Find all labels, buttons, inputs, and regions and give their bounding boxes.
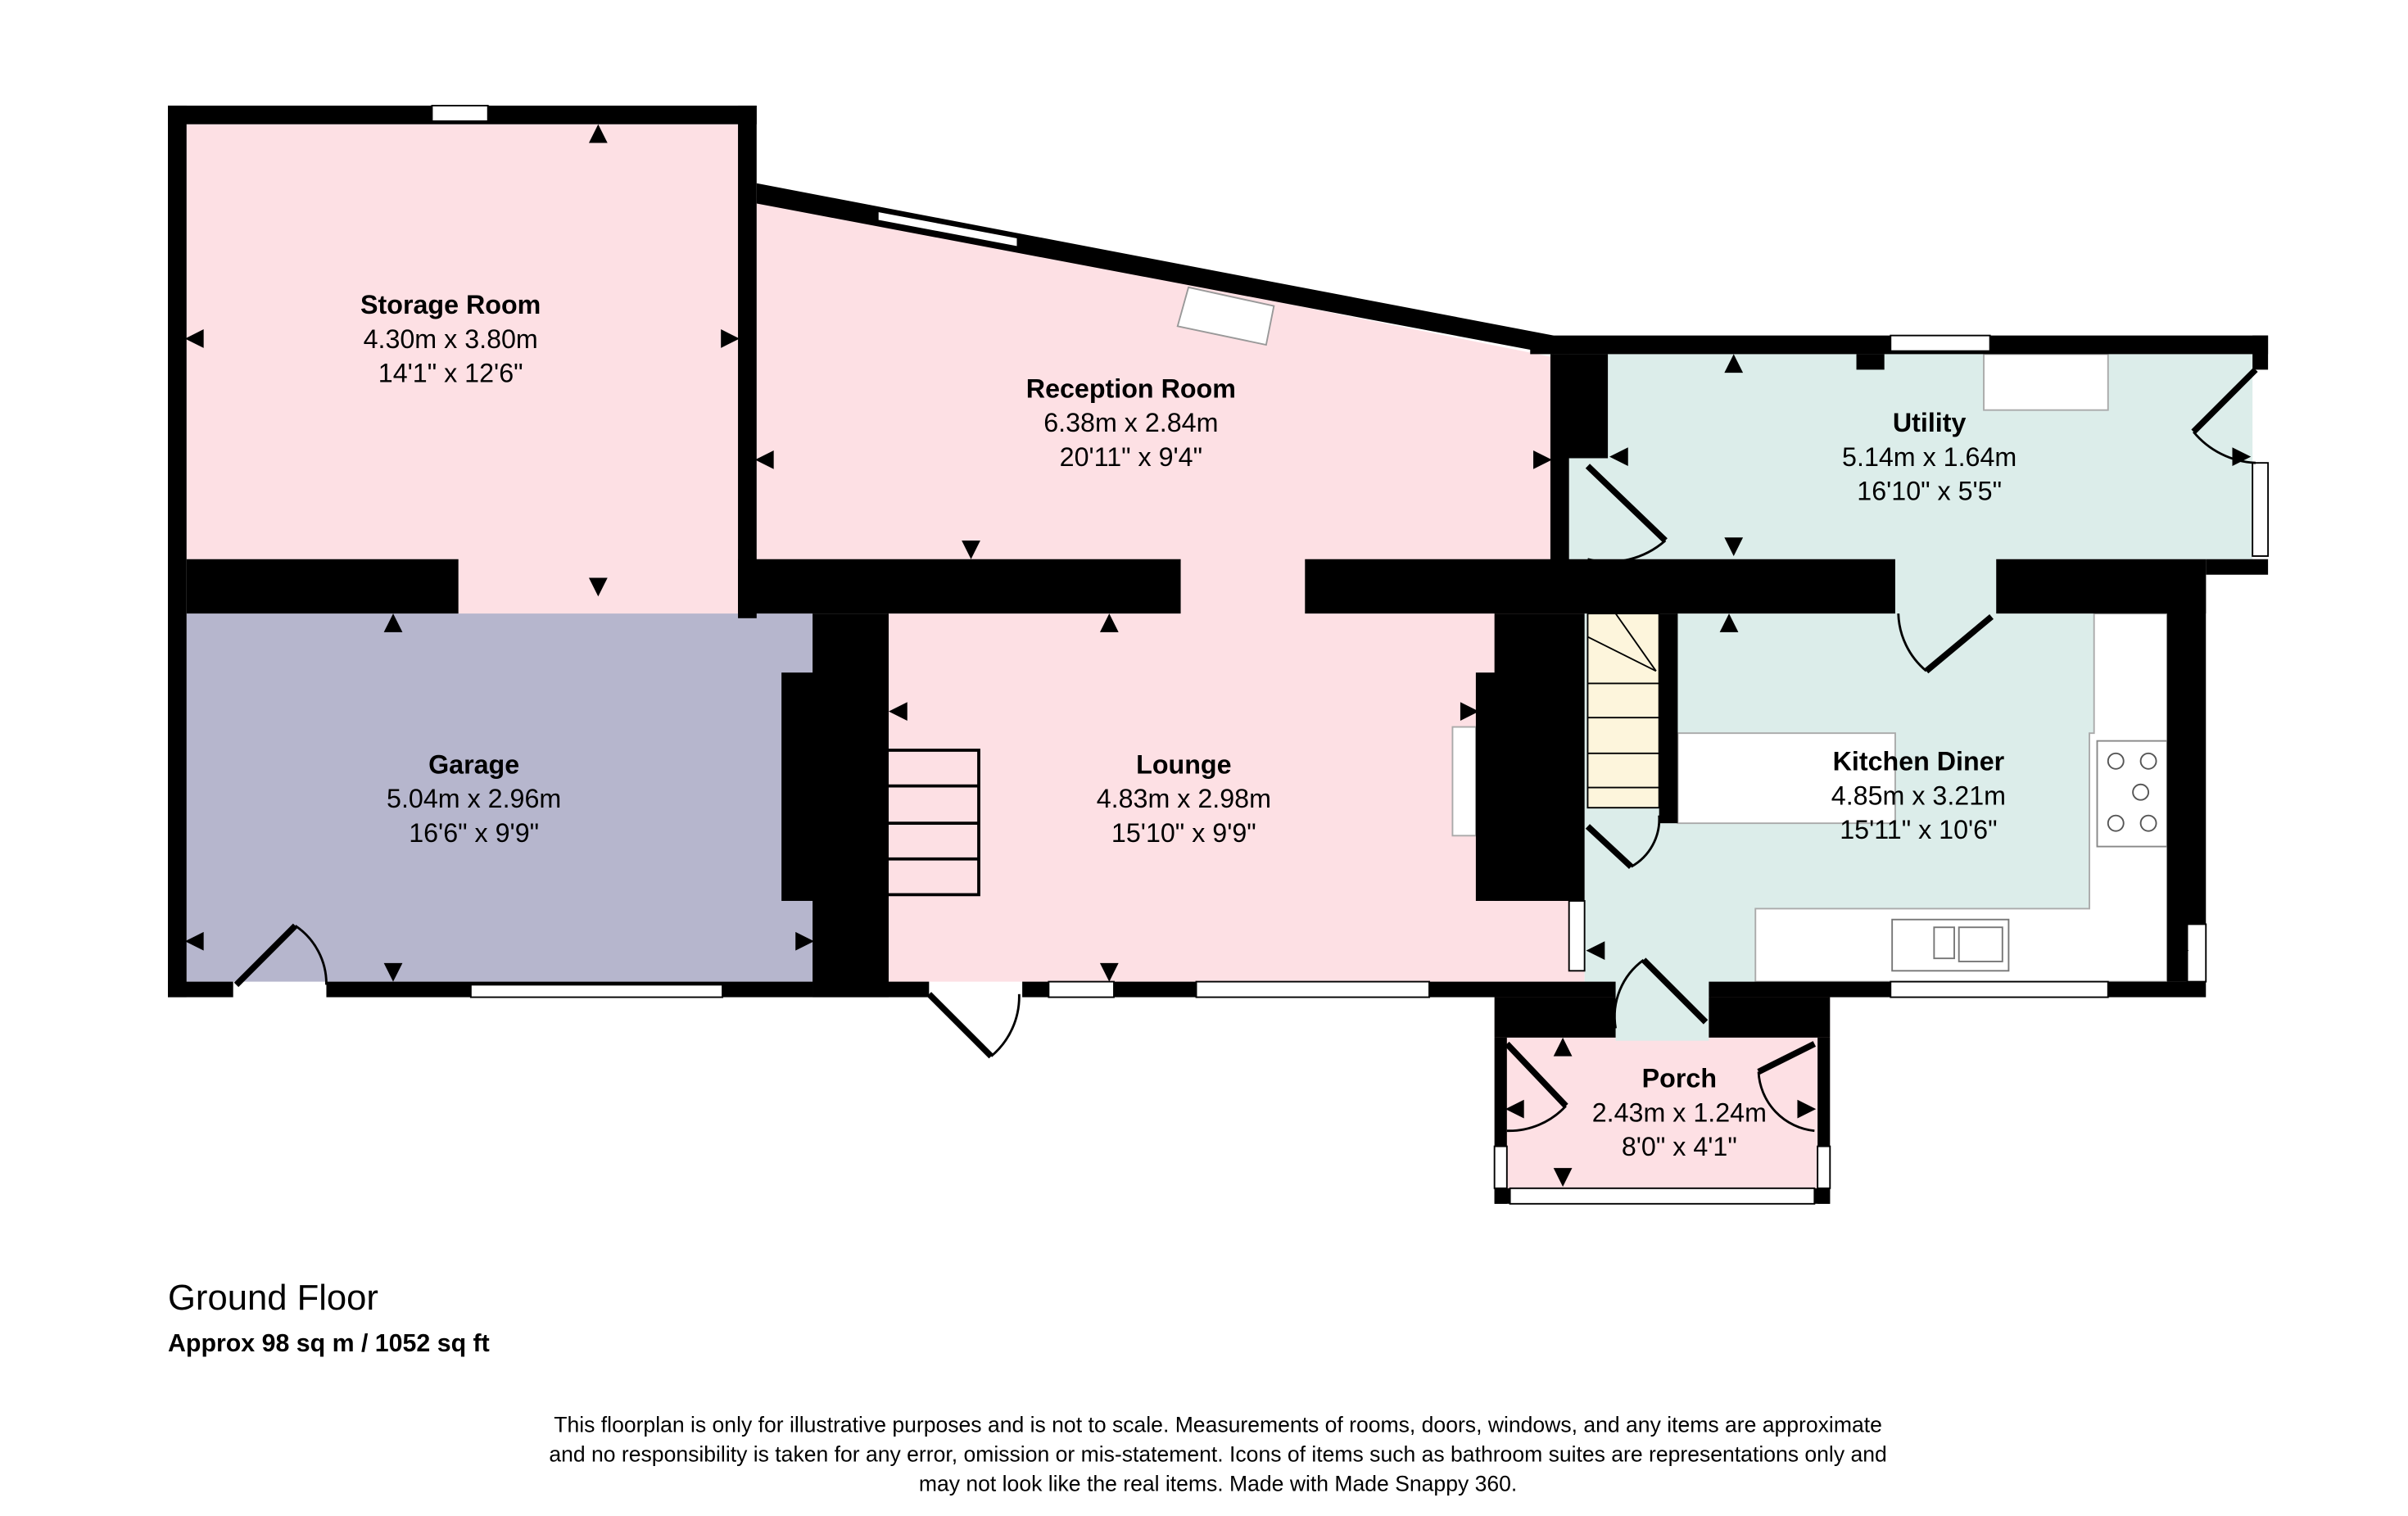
dimension-arrow-icon <box>383 613 403 632</box>
dimension-arrow-icon <box>1797 1099 1817 1119</box>
dimension-arrow-icon <box>1724 537 1744 556</box>
floor-title: Ground Floor <box>168 1278 378 1318</box>
dimension-arrow-icon <box>1553 1037 1573 1057</box>
room-metric-kitchen: 4.85m x 3.21m <box>1831 781 2006 810</box>
room-name-reception: Reception Room <box>1026 374 1236 404</box>
room-metric-utility: 5.14m x 1.64m <box>1842 442 2016 472</box>
window <box>1817 1145 1831 1189</box>
dimension-arrow-icon <box>721 329 740 348</box>
room-labels: Storage Room 4.30m x 3.80m 14'1" x 12'6"… <box>360 290 2016 1161</box>
door-lounge-front <box>926 992 994 1059</box>
dimension-arrow-icon <box>1719 613 1739 632</box>
room-imperial-garage: 16'6" x 9'9" <box>409 818 539 848</box>
room-name-kitchen: Kitchen Diner <box>1833 747 2005 776</box>
dimension-arrow-icon <box>962 540 980 559</box>
dimension-arrow-icon <box>1460 702 1479 721</box>
room-metric-reception: 6.38m x 2.84m <box>1043 408 1218 437</box>
door-porch-left <box>1505 1041 1568 1108</box>
door-porch-right <box>1757 1041 1817 1075</box>
dimension-arrow-icon <box>184 329 204 348</box>
room-imperial-porch: 8'0" x 4'1" <box>1622 1132 1737 1161</box>
door-porch-inner <box>1641 957 1709 1025</box>
fireplace-reception <box>1176 286 1275 346</box>
window <box>1568 900 1586 972</box>
hob <box>2096 740 2168 848</box>
fittings <box>889 286 2168 983</box>
door-utility-right <box>2191 367 2258 434</box>
room-imperial-lounge: 15'10" x 9'9" <box>1111 818 1256 848</box>
disclaimer-line-3: may not look like the real items. Made w… <box>919 1472 1517 1496</box>
window <box>1048 980 1115 998</box>
kitchen-island <box>1677 732 1896 825</box>
garage-floor <box>186 613 813 982</box>
storage-room-floor <box>186 124 739 559</box>
window <box>1195 980 1430 998</box>
dimension-arrow-icon <box>1099 613 1119 632</box>
dimension-arrow-icon <box>1586 941 1605 961</box>
window <box>1493 1145 1508 1189</box>
dimension-arrow-icon <box>383 962 403 982</box>
disclaimer: This floorplan is only for illustrative … <box>549 1413 1886 1496</box>
dimension-arrow-icon <box>2232 447 2252 466</box>
window <box>1890 980 2109 998</box>
room-metric-lounge: 4.83m x 2.98m <box>1097 784 1271 813</box>
dimension-arrow-icon <box>754 450 774 469</box>
stairs-lounge <box>889 749 980 897</box>
window <box>469 984 724 998</box>
door-kitchen <box>1924 614 1994 674</box>
room-imperial-kitchen: 15'11" x 10'6" <box>1840 815 1997 844</box>
dimension-arrow-icon <box>1553 1168 1573 1187</box>
room-metric-garage: 5.04m x 2.96m <box>387 784 561 813</box>
room-metric-porch: 2.43m x 1.24m <box>1592 1097 1767 1127</box>
window <box>1890 334 1991 352</box>
dimension-arrow-icon <box>1609 447 1628 466</box>
disclaimer-line-1: This floorplan is only for illustrative … <box>554 1413 1882 1437</box>
room-name-utility: Utility <box>1893 408 1967 437</box>
dimension-arrow-icon <box>588 577 608 597</box>
floor-area: Approx 98 sq m / 1052 sq ft <box>168 1330 490 1357</box>
dimension-arrow-icon <box>1533 450 1552 469</box>
room-imperial-storage: 14'1" x 12'6" <box>378 359 523 388</box>
dimension-arrow-icon <box>1724 354 1744 373</box>
dimension-arrow-icon <box>588 124 608 143</box>
disclaimer-line-2: and no responsibility is taken for any e… <box>549 1442 1886 1467</box>
room-metric-storage: 4.30m x 3.80m <box>364 324 538 354</box>
room-name-porch: Porch <box>1642 1064 1717 1093</box>
dimension-arrow-icon <box>2170 941 2189 961</box>
window <box>2252 462 2270 557</box>
door-utility-left <box>1585 464 1668 543</box>
room-name-garage: Garage <box>428 749 519 779</box>
doors <box>233 367 2258 1133</box>
room-imperial-reception: 20'11" x 9'4" <box>1060 442 1202 472</box>
utility-counter <box>1983 353 2109 411</box>
lounge-opening-floor <box>1180 555 1306 618</box>
room-imperial-utility: 16'10" x 5'5" <box>1857 477 2002 506</box>
utility-floor <box>1568 354 2253 559</box>
room-name-lounge: Lounge <box>1136 749 1231 779</box>
dimension-arrow-icon <box>889 702 908 721</box>
window <box>876 210 1019 248</box>
reception-room-floor <box>756 197 1554 563</box>
door-garage <box>233 923 298 988</box>
room-name-storage: Storage Room <box>360 290 541 319</box>
window <box>431 105 489 122</box>
dimension-arrow-icon <box>184 931 204 951</box>
dimension-arrow-icon <box>795 931 814 951</box>
dimension-arrow-icon <box>1505 1099 1524 1119</box>
dimension-arrows <box>184 124 2252 1187</box>
windows <box>431 105 2270 1205</box>
fireplace-lounge <box>1451 726 1477 837</box>
utility-door-floor <box>1894 555 1997 618</box>
dimension-arrow-icon <box>1099 962 1119 982</box>
door-under-stairs <box>1585 824 1634 870</box>
window <box>1509 1187 1816 1205</box>
window <box>2186 923 2207 983</box>
